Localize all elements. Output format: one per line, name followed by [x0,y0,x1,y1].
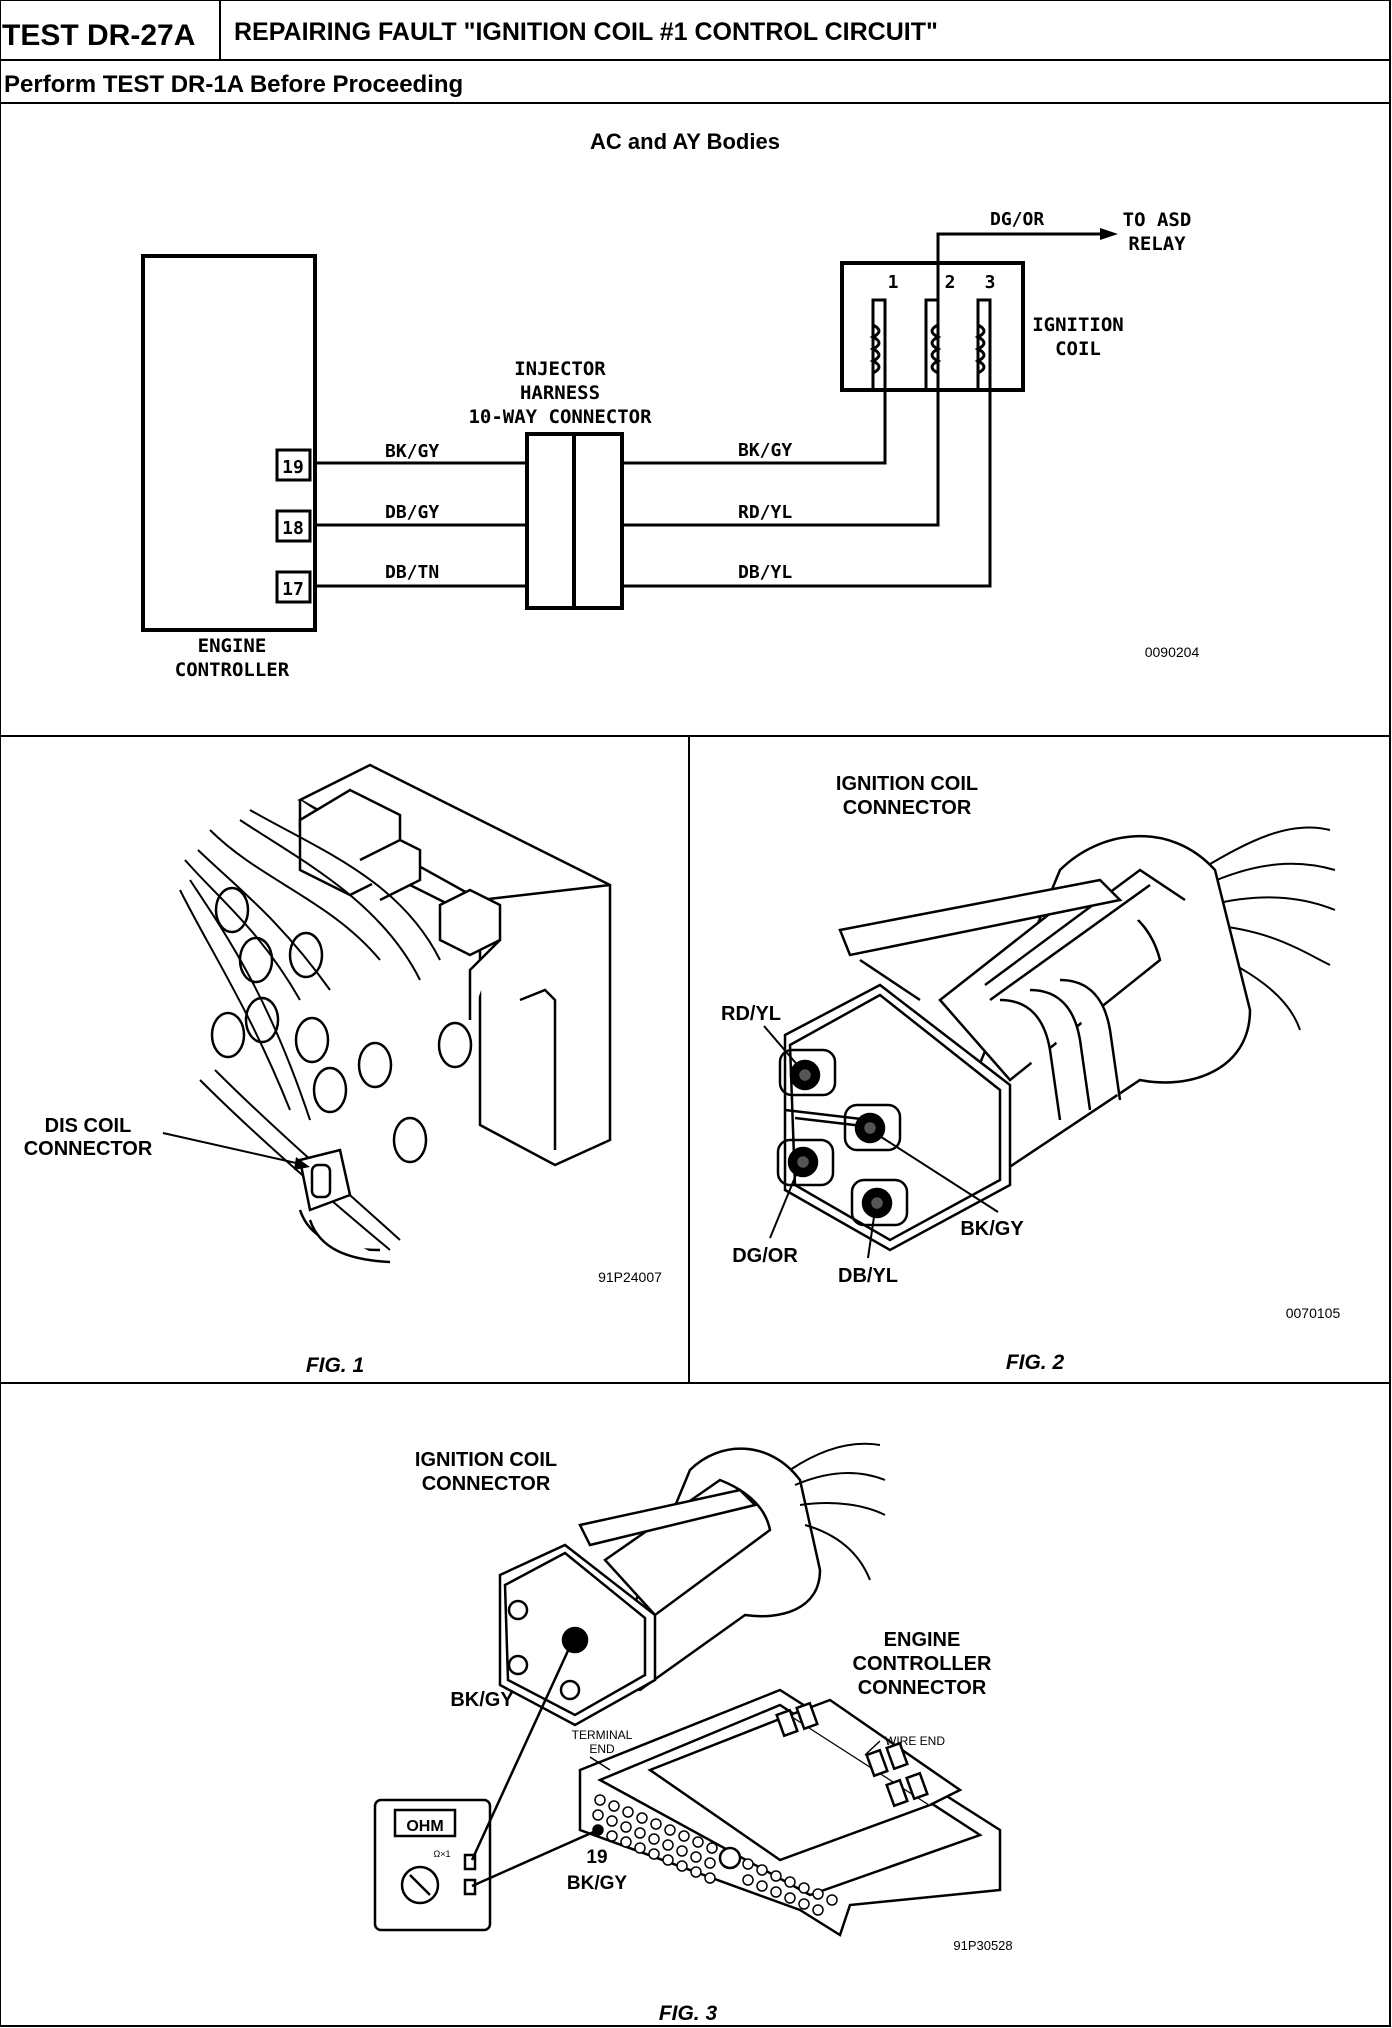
wire-label-bk-gy-left: BK/GY [385,441,439,462]
harness-label-1: INJECTOR [514,358,606,380]
fig3-coil-title-2: CONNECTOR [422,1473,551,1495]
fig1-panel: DIS COIL CONNECTOR 91P24007 FIG. 1 [24,763,662,1377]
supply-arrow-icon [1100,228,1118,240]
harness-connector-right-half [572,432,624,610]
right-wires [622,390,992,588]
fig3-code: 91P30528 [953,1938,1012,1953]
harness-label-2: HARNESS [520,382,600,404]
dis-coil-pack-icon [297,763,612,1167]
coil-terminal-1: 1 [888,272,899,293]
fig2-connector-body-icon [838,835,1252,1182]
pin-19-box [275,448,312,482]
ignition-coil-label-1: IGNITION [1032,314,1124,336]
ignition-coil-box [840,261,1025,392]
dis-coil-connector-icon [298,1148,391,1264]
harness-connector-left-half [525,432,576,610]
fig2-title-2: CONNECTOR [843,797,972,819]
test-id: TEST DR-27A [2,19,195,52]
fig2-wire-dg-or: DG/OR [732,1245,798,1267]
terminal-end-label-2: END [589,1742,615,1756]
fig2-wire-bk-gy: BK/GY [960,1218,1024,1240]
engine-controller-box [141,254,317,632]
fig2-title-1: IGNITION COIL [836,773,978,795]
fig2-panel: IGNITION COIL CONNECTOR [721,773,1340,1374]
fig1-caption: FIG. 1 [306,1354,364,1377]
fig3-pin-wire: BK/GY [567,1873,628,1894]
ohmmeter-icon [373,1798,492,1932]
engine-controller-label-2: CONTROLLER [175,659,290,681]
fig3-ecm-pin-rows [592,1794,838,1916]
test-subtitle: Perform TEST DR-1A Before Proceeding [4,71,463,98]
wiring-schematic: AC and AY Bodies ENGINE CONTROLLER 19 18… [141,129,1200,681]
supply-wire-label: DG/OR [990,209,1044,230]
engine-controller-label-1: ENGINE [198,635,267,657]
dis-coil-label-2: CONNECTOR [24,1138,153,1160]
ohmmeter-display: OHM [406,1818,443,1835]
fig2-terminal-cavities [776,1048,909,1227]
fig3-coil-wires-icon [789,1442,886,1581]
fig2-code: 0070105 [1286,1305,1341,1321]
wire-end-label: WIRE END [885,1734,945,1748]
dis-coil-leader-arrow-icon [294,1157,310,1170]
coil-terminal-2: 2 [945,272,956,293]
fig2-wire-rd-yl: RD/YL [721,1003,781,1025]
coil-windings-icon [869,298,992,390]
fig2-wire-db-yl: DB/YL [838,1265,898,1287]
fig3-ecm-connector-icon [578,1688,1002,1937]
pin-17-label: 17 [282,579,304,600]
test-title: REPAIRING FAULT "IGNITION COIL #1 CONTRO… [234,18,938,46]
fig3-ecm-title-2: CONTROLLER [853,1653,992,1675]
pin-19-label: 19 [282,457,304,478]
test-leads [470,1641,599,1888]
harness-label-3: 10-WAY CONNECTOR [468,406,652,428]
coil-terminal-3: 3 [985,272,996,293]
fig2-leader-lines [763,1025,999,1259]
schematic-code: 0090204 [1145,644,1200,660]
supply-wire [936,232,1108,300]
ignition-coil-label-2: COIL [1055,338,1101,360]
supply-dest-label-1: TO ASD [1123,209,1192,231]
pin-17-box [275,570,312,604]
terminal-end-label-1: TERMINAL [572,1728,633,1742]
schematic-heading: AC and AY Bodies [590,129,780,154]
supply-dest-label-2: RELAY [1128,233,1186,255]
wire-label-rd-yl-right: RD/YL [738,502,792,523]
fig3-caption: FIG. 3 [659,2002,718,2025]
dis-coil-label-1: DIS COIL [45,1115,132,1137]
fig3-coil-connector-icon [498,1447,822,1727]
pin-18-box [275,509,312,543]
fig3-panel: IGNITION COIL CONNECTOR BK/GY ENGINE CON… [373,1442,1013,2025]
fig3-labels-small: TERMINAL END WIRE END [572,1728,945,1771]
fig2-caption: FIG. 2 [1006,1351,1065,1374]
wire-label-db-tn-left: DB/TN [385,562,439,583]
wire-label-bk-gy-right: BK/GY [738,440,792,461]
ohmmeter-range: Ω×1 [434,1849,451,1859]
fig3-pin-number: 19 [586,1847,607,1868]
fig1-code: 91P24007 [598,1269,662,1285]
fig3-ecm-title-3: CONNECTOR [858,1677,987,1699]
dis-coil-leader-line [162,1132,306,1166]
fig3-ecm-title-1: ENGINE [884,1629,961,1651]
wire-label-db-yl-right: DB/YL [738,562,792,583]
fig3-coil-title-1: IGNITION COIL [415,1449,557,1471]
fig3-probe-wire: BK/GY [450,1689,514,1711]
wire-label-db-gy-left: DB/GY [385,502,439,523]
pin-18-label: 18 [282,518,304,539]
left-wires [315,461,527,588]
